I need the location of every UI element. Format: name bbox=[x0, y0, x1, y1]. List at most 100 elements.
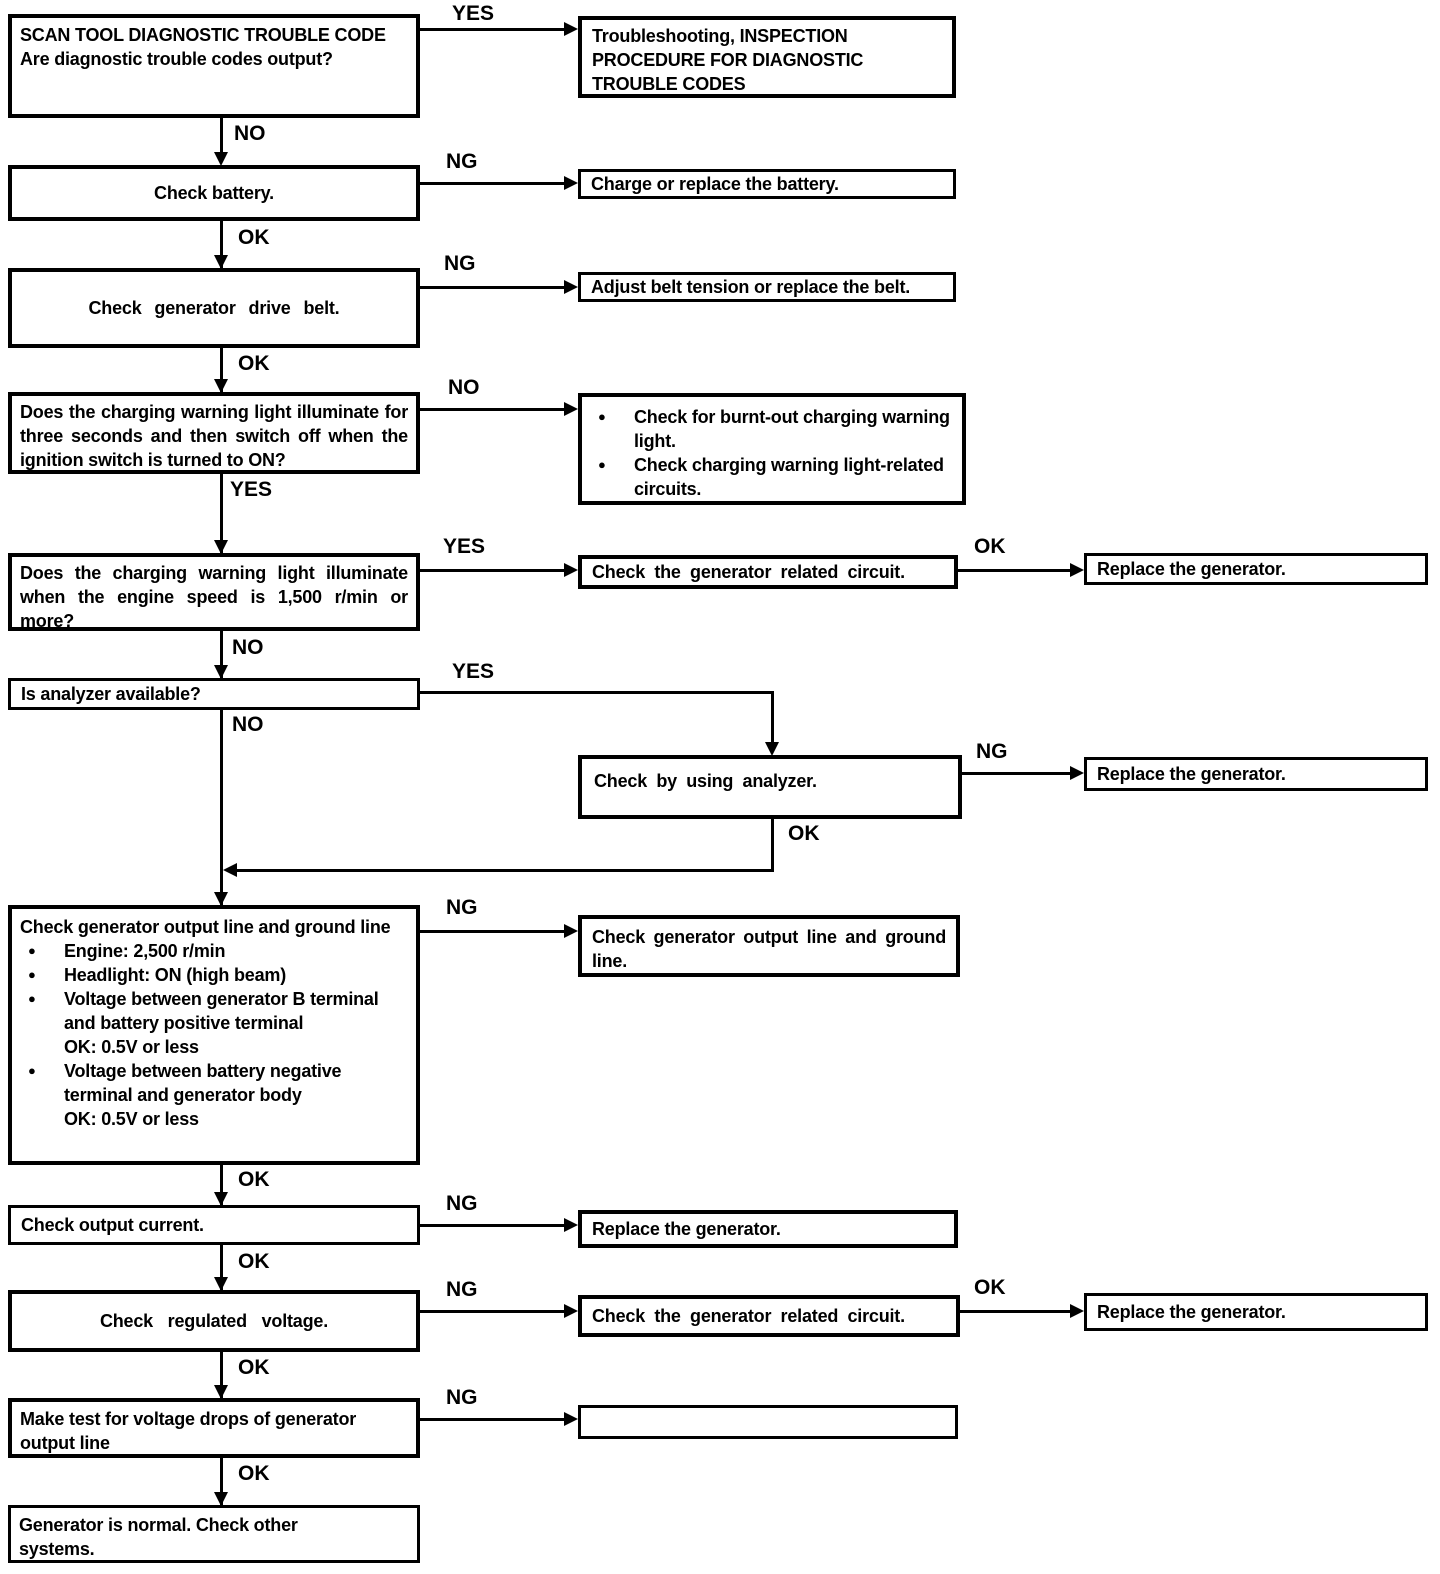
connector-voltage-down-ok bbox=[220, 1352, 223, 1398]
node-replace-generator-b-text: Replace the generator. bbox=[1097, 764, 1286, 784]
edge-label-belt-ng: NG bbox=[444, 252, 476, 275]
edge-label-analyzer-ng: NG bbox=[976, 740, 1008, 763]
bullet-icon: ● bbox=[28, 1063, 36, 1078]
arrowhead-right-icon bbox=[1070, 766, 1084, 780]
node-warning-light-1500: Does the charging warning light illumina… bbox=[8, 553, 420, 631]
arrowhead-down-icon bbox=[214, 892, 228, 906]
node-analyzer-available-text: Is analyzer available? bbox=[21, 684, 201, 704]
connector-belt-ok bbox=[220, 348, 223, 392]
node-voltage-drop-test: Make test for voltage drops of generator… bbox=[8, 1398, 420, 1458]
warning-light-check-1: Check for burnt-out charging warning lig… bbox=[634, 407, 950, 451]
edge-label-test-ok: OK bbox=[238, 1462, 270, 1485]
node-replace-generator-d-text: Replace the generator. bbox=[1097, 1302, 1286, 1322]
test-condition-b-terminal: Voltage between generator B terminal and… bbox=[64, 987, 408, 1059]
edge-label-battery-ok: OK bbox=[238, 226, 270, 249]
test-condition-negative-terminal-text: Voltage between battery negative termina… bbox=[64, 1061, 342, 1105]
arrowhead-right-icon bbox=[564, 280, 578, 294]
bullet-icon: ● bbox=[28, 967, 36, 982]
arrowhead-down-icon bbox=[214, 1492, 228, 1506]
test-condition-b-terminal-ok: OK: 0.5V or less bbox=[64, 1037, 199, 1057]
list-item: ● Voltage between battery negative termi… bbox=[20, 1059, 408, 1131]
node-check-battery: Check battery. bbox=[8, 165, 420, 221]
connector-analyzer-no bbox=[220, 710, 223, 905]
arrowhead-right-icon bbox=[564, 1412, 578, 1426]
arrowhead-right-icon bbox=[564, 1218, 578, 1232]
bullet-icon: ● bbox=[28, 991, 36, 1006]
connector-test-ng bbox=[420, 1418, 566, 1421]
arrowhead-down-icon bbox=[214, 665, 228, 679]
connector-analyzer-ok-v bbox=[771, 819, 774, 872]
connector-analyzer-yes-v bbox=[771, 691, 774, 743]
edge-label-analyzer-no: NO bbox=[232, 713, 264, 736]
edge-label-ground-ok: OK bbox=[238, 1168, 270, 1191]
list-item: ● Engine: 2,500 r/min bbox=[20, 939, 408, 963]
node-warning-light-checks: ● Check for burnt-out charging warning l… bbox=[578, 393, 966, 505]
node-check-by-analyzer-text: Check by using analyzer. bbox=[594, 771, 817, 791]
connector-light1500-no bbox=[220, 631, 223, 678]
node-check-battery-text: Check battery. bbox=[154, 183, 274, 203]
arrowhead-right-icon bbox=[1070, 563, 1084, 577]
node-replace-generator-b: Replace the generator. bbox=[1084, 757, 1428, 791]
edge-label-scan-no: NO bbox=[234, 122, 266, 145]
node-warning-light-3s-text: Does the charging warning light illumina… bbox=[20, 402, 408, 470]
node-check-generator-circuit-a-text: Check the generator related circuit. bbox=[592, 562, 905, 582]
arrowhead-left-icon bbox=[223, 863, 237, 877]
node-check-output-current: Check output current. bbox=[8, 1205, 420, 1245]
node-warning-light-1500-text: Does the charging warning light illumina… bbox=[20, 563, 408, 631]
test-condition-b-terminal-text: Voltage between generator B terminal and… bbox=[64, 989, 379, 1033]
edge-label-current-ok: OK bbox=[238, 1250, 270, 1273]
test-condition-engine: Engine: 2,500 r/min bbox=[64, 941, 226, 961]
edge-label-light1500-yes: YES bbox=[443, 535, 486, 558]
node-warning-light-3s: Does the charging warning light illumina… bbox=[8, 392, 420, 474]
connector-voltage-ng bbox=[420, 1310, 566, 1313]
node-check-regulated-voltage-text: Check regulated voltage. bbox=[99, 1311, 329, 1331]
node-analyzer-available: Is analyzer available? bbox=[8, 678, 420, 710]
node-scan-tool-dtc: SCAN TOOL DIAGNOSTIC TROUBLE CODE Are di… bbox=[8, 14, 420, 118]
node-generator-normal: Generator is normal. Check other systems… bbox=[8, 1505, 420, 1563]
node-charge-battery: Charge or replace the battery. bbox=[578, 169, 956, 199]
edge-label-light3s-yes: YES bbox=[230, 478, 273, 501]
arrowhead-down-icon bbox=[765, 742, 779, 756]
arrowhead-down-icon bbox=[214, 255, 228, 269]
connector-voltage-ok bbox=[960, 1310, 1072, 1313]
node-check-output-ground-line-text: Check generator output line and ground l… bbox=[592, 927, 946, 971]
connector-battery-ng bbox=[420, 182, 566, 185]
edge-label-light1500-ok: OK bbox=[974, 535, 1006, 558]
node-replace-generator-d: Replace the generator. bbox=[1084, 1293, 1428, 1331]
node-charge-battery-text: Charge or replace the battery. bbox=[591, 174, 839, 194]
node-adjust-belt-text: Adjust belt tension or replace the belt. bbox=[591, 277, 911, 297]
node-scan-tool-heading: SCAN TOOL DIAGNOSTIC TROUBLE CODE bbox=[20, 25, 386, 45]
arrowhead-down-icon bbox=[214, 1385, 228, 1399]
arrowhead-right-icon bbox=[564, 22, 578, 36]
connector-analyzer-ok-h bbox=[236, 869, 774, 872]
node-scan-tool-question: Are diagnostic trouble codes output? bbox=[20, 49, 333, 69]
arrowhead-right-icon bbox=[564, 176, 578, 190]
arrowhead-down-icon bbox=[214, 540, 228, 554]
arrowhead-down-icon bbox=[214, 152, 228, 166]
test-condition-negative-terminal: Voltage between battery negative termina… bbox=[64, 1059, 408, 1131]
connector-current-ng bbox=[420, 1224, 566, 1227]
edge-label-light3s-no: NO bbox=[448, 376, 480, 399]
edge-label-analyzer-ok: OK bbox=[788, 822, 820, 845]
node-output-ground-test: Check generator output line and ground l… bbox=[8, 905, 420, 1165]
connector-belt-ng bbox=[420, 286, 566, 289]
connector-light3s-no bbox=[420, 408, 566, 411]
edge-label-ground-ng: NG bbox=[446, 896, 478, 919]
bullet-icon: ● bbox=[28, 943, 36, 958]
arrowhead-right-icon bbox=[564, 402, 578, 416]
connector-scan-yes bbox=[420, 28, 566, 31]
test-condition-headlight: Headlight: ON (high beam) bbox=[64, 965, 286, 985]
connector-analyzer-yes-h bbox=[420, 691, 774, 694]
node-check-drive-belt-text: Check generator drive belt. bbox=[88, 298, 340, 318]
node-dtc-procedure: Troubleshooting, INSPECTION PROCEDURE FO… bbox=[578, 16, 956, 98]
node-replace-generator-c-text: Replace the generator. bbox=[592, 1219, 781, 1239]
node-check-generator-circuit-b: Check the generator related circuit. bbox=[578, 1295, 960, 1337]
edge-label-current-ng: NG bbox=[446, 1192, 478, 1215]
warning-light-check-2: Check charging warning light-related cir… bbox=[634, 455, 944, 499]
bullet-icon: ● bbox=[598, 457, 606, 472]
node-replace-generator-a: Replace the generator. bbox=[1084, 553, 1428, 585]
node-dtc-procedure-text: Troubleshooting, INSPECTION PROCEDURE FO… bbox=[592, 26, 864, 94]
arrowhead-right-icon bbox=[564, 1304, 578, 1318]
node-check-regulated-voltage: Check regulated voltage. bbox=[8, 1290, 420, 1352]
